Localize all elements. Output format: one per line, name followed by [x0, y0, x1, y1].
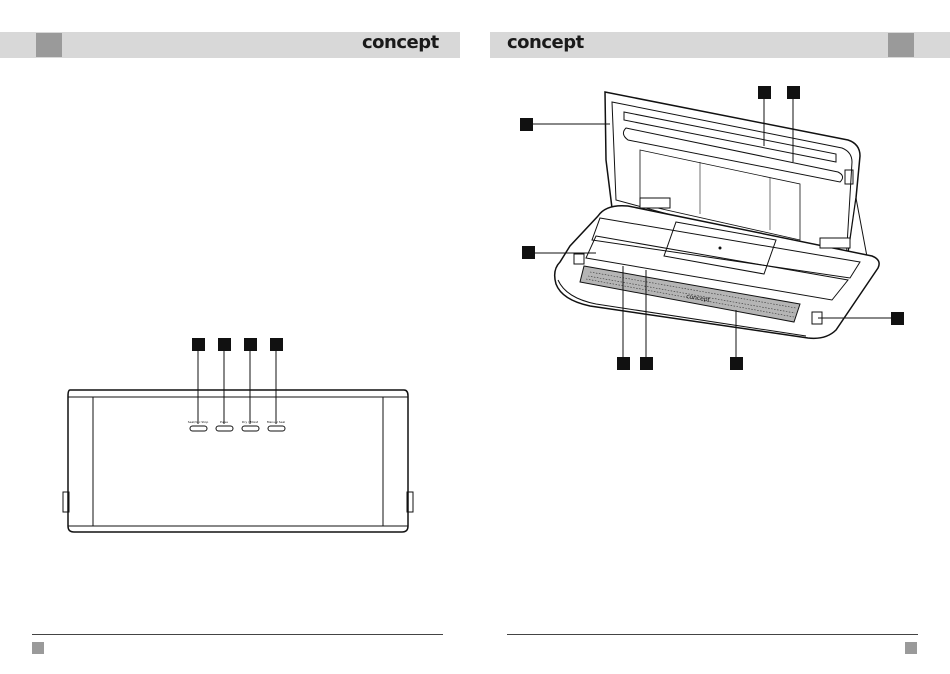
hinge-right — [820, 238, 850, 248]
button-label-3: Dry / Moist — [242, 420, 259, 424]
control-button-1 — [190, 426, 207, 431]
device-front-view: Seal/Vac Stop Pulse Dry / Moist Manual S… — [0, 0, 475, 560]
footer-rule-left — [32, 634, 443, 635]
button-label-1: Seal/Vac Stop — [188, 420, 209, 424]
footer-rule-right — [507, 634, 918, 635]
callout-marker-5 — [520, 118, 533, 131]
drip-tray-dot — [719, 247, 722, 250]
callout-marker-8 — [522, 246, 535, 259]
callout-marker-9 — [891, 312, 904, 325]
device-open-view: concept — [475, 0, 950, 560]
callout-marker-2 — [218, 338, 231, 351]
callout-marker-6 — [758, 86, 771, 99]
footer-page-square-right — [905, 642, 917, 654]
button-label-4: Manual Seal — [267, 420, 285, 424]
button-label-2: Pulse — [220, 420, 228, 424]
control-button-3 — [242, 426, 259, 431]
callout-marker-11 — [640, 357, 653, 370]
callout-marker-4 — [270, 338, 283, 351]
callout-marker-7 — [787, 86, 800, 99]
footer-page-square-left — [32, 642, 44, 654]
callout-marker-1 — [192, 338, 205, 351]
control-button-2 — [216, 426, 233, 431]
callout-marker-3 — [244, 338, 257, 351]
control-button-4 — [268, 426, 285, 431]
callout-marker-12 — [730, 357, 743, 370]
callout-marker-10 — [617, 357, 630, 370]
device-body-outline — [68, 390, 408, 532]
hinge-left — [640, 198, 670, 208]
